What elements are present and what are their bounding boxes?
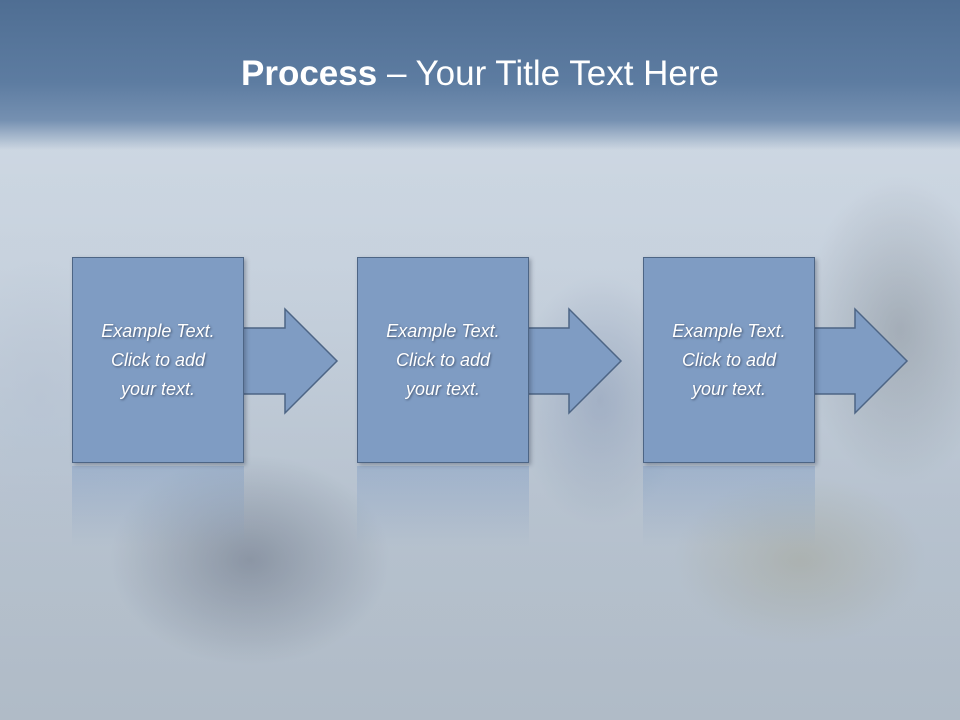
step-reflection <box>643 466 815 546</box>
step-reflection <box>72 466 244 546</box>
process-step-3[interactable]: Example Text. Click to add your text. <box>643 257 815 463</box>
process-step-1[interactable]: Example Text. Click to add your text. <box>72 257 244 463</box>
step-text: Example Text. Click to add your text. <box>380 317 505 404</box>
step-line: your text. <box>405 378 480 399</box>
step-line: Example Text. <box>101 320 215 341</box>
arrow-right-icon <box>242 307 339 415</box>
process-step-2[interactable]: Example Text. Click to add your text. <box>357 257 529 463</box>
title-separator: – <box>377 54 416 93</box>
step-text: Example Text. Click to add your text. <box>666 317 791 404</box>
step-line: Example Text. <box>672 320 786 341</box>
step-line: Example Text. <box>386 320 500 341</box>
step-reflection <box>357 466 529 546</box>
title-rest: Your Title Text Here <box>415 54 720 93</box>
slide-title[interactable]: Process – Your Title Text Here <box>0 52 960 96</box>
title-bold-part: Process <box>241 54 378 93</box>
step-text: Example Text. Click to add your text. <box>95 317 220 404</box>
step-line: Click to add <box>110 349 206 370</box>
step-line: your text. <box>691 378 766 399</box>
arrow-right-icon <box>526 307 623 415</box>
step-line: Click to add <box>395 349 491 370</box>
arrow-right-icon <box>812 307 909 415</box>
step-line: Click to add <box>681 349 777 370</box>
title-band <box>0 0 960 150</box>
step-line: your text. <box>120 378 195 399</box>
